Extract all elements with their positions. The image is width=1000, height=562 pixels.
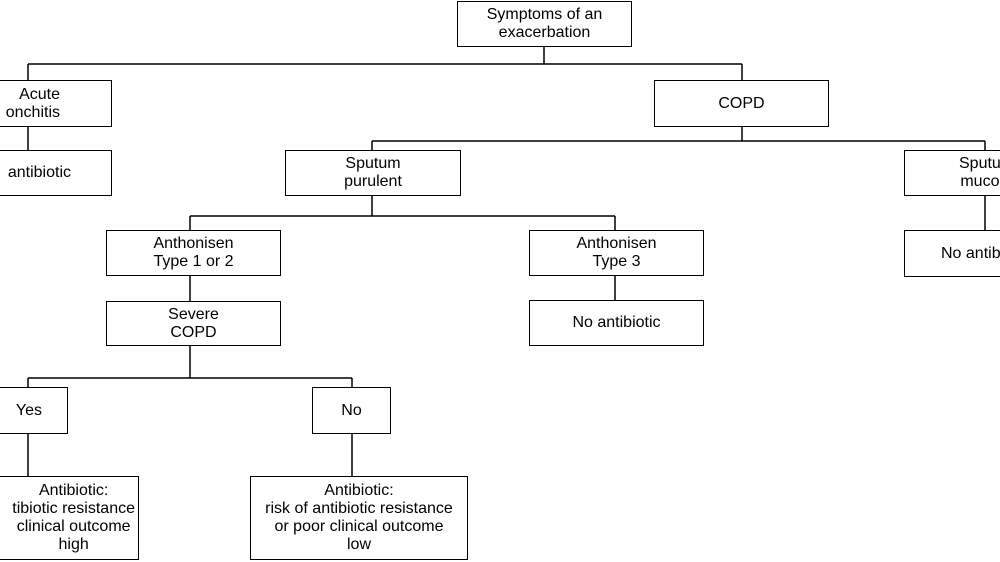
node-label: Severe COPD [168,305,219,341]
node-label: Acute onchitis [5,85,60,121]
node-symptoms-of-exacerbation: Symptoms of an exacerbation [457,1,632,47]
node-label: No antib [941,244,1000,262]
node-anthonisen-type-3: Anthonisen Type 3 [529,230,704,276]
node-no: No [312,387,391,434]
node-severe-copd: Severe COPD [106,301,281,346]
node-label: Sputum purulent [344,155,402,190]
node-mucoid-no-antibiotic: No antib [904,230,1000,277]
node-label: Antibiotic: risk of antibiotic resistanc… [265,482,453,553]
node-type3-no-antibiotic: No antibiotic [529,300,704,346]
node-acute-antibiotic: antibiotic [0,150,112,196]
node-copd: COPD [654,80,829,127]
node-label: No [341,401,362,419]
node-label: Anthonisen Type 3 [576,235,657,270]
node-yes-outcome: Antibiotic: tibiotic resistance clinical… [0,476,139,560]
node-label: No antibiotic [572,314,661,331]
node-anthonisen-type-1-or-2: Anthonisen Type 1 or 2 [106,230,281,276]
node-label: Symptoms of an exacerbation [486,6,603,41]
node-label: Yes [15,401,42,419]
node-label: COPD [718,94,765,112]
node-no-outcome: Antibiotic: risk of antibiotic resistanc… [250,476,468,560]
node-label: antibiotic [7,164,71,181]
node-label: Anthonisen Type 1 or 2 [153,235,234,270]
node-label: Antibiotic: tibiotic resistance clinical… [12,482,135,553]
node-label: Sputu muco [959,155,1000,190]
node-yes: Yes [0,387,68,434]
node-sputum-mucoid: Sputu muco [904,150,1000,196]
node-sputum-purulent: Sputum purulent [285,150,461,196]
node-acute-bronchitis: Acute onchitis [0,80,112,127]
